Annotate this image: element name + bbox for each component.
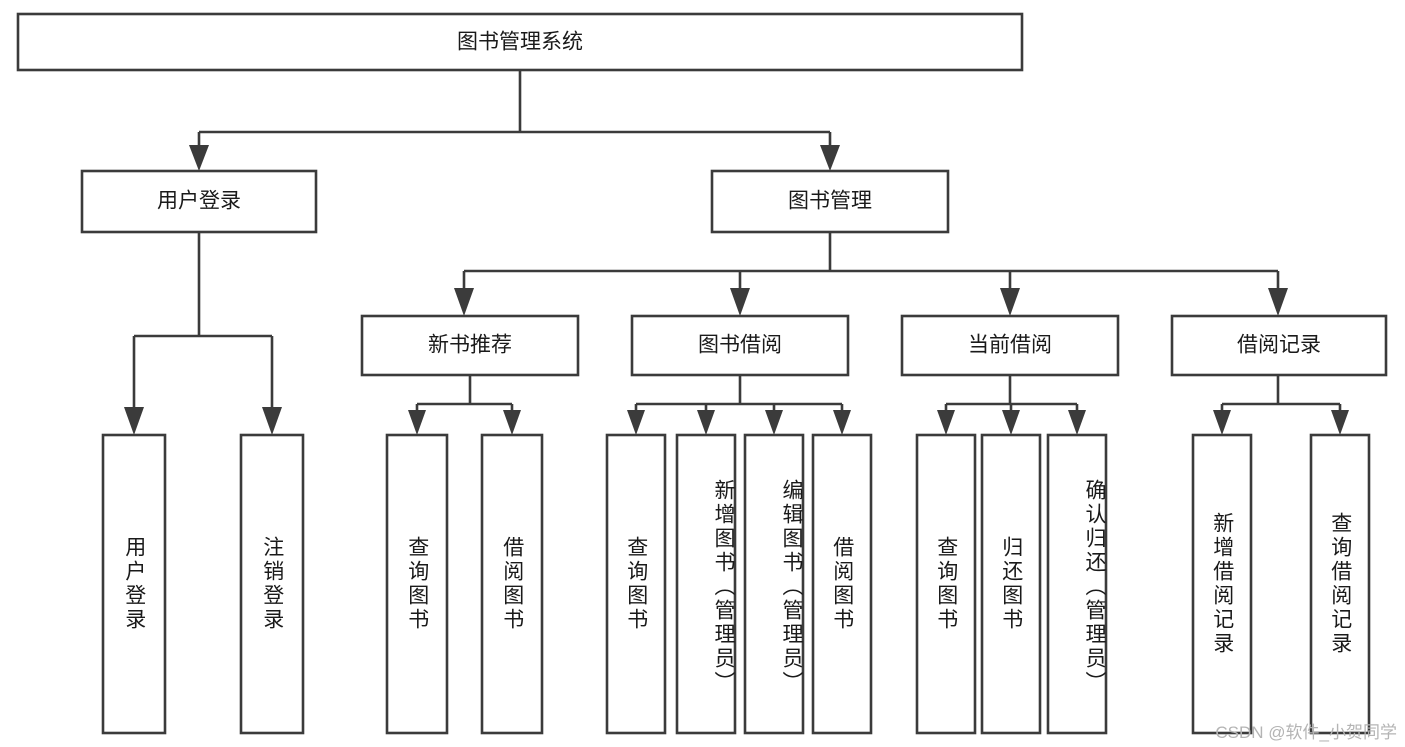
node-new-book-recommend-label: 新书推荐 [428, 334, 512, 357]
node-new-book-recommend-box[interactable] [360, 314, 580, 377]
leaf-box-confirm-return-admin[interactable] [1046, 433, 1108, 735]
arrow-head-leaf-return-book [1002, 410, 1020, 435]
leaf-label-logout-login: 注销登录 [260, 536, 284, 632]
leaf-label-query-book-1: 查询图书 [405, 536, 429, 632]
leaf-box-add-book-admin[interactable] [675, 433, 737, 735]
node-book-management-label: 图书管理 [788, 190, 872, 213]
arrow-head-leaf-query-book-1 [408, 410, 426, 435]
node-book-borrow-label: 图书借阅 [698, 334, 782, 357]
leaf-label-borrow-book-1: 借阅图书 [500, 536, 524, 632]
leaf-box-query-book-3[interactable] [915, 433, 977, 735]
node-current-borrow-label: 当前借阅 [968, 334, 1052, 357]
node-borrow-record-label: 借阅记录 [1237, 334, 1321, 357]
leaf-label-query-borrow-record: 查询借阅记录 [1328, 512, 1352, 656]
arrow-head-borrow-record [1268, 288, 1288, 316]
node-new-book-recommend[interactable]: 新书推荐 [360, 314, 580, 377]
connectors-layer [124, 70, 1349, 435]
arrow-head-leaf-logout-login [262, 407, 282, 435]
arrow-head-leaf-borrow-book-1 [503, 410, 521, 435]
node-book-borrow[interactable]: 图书借阅 [630, 314, 850, 377]
leaf-box-query-borrow-record[interactable] [1309, 433, 1371, 735]
leaf-box-user-login[interactable] [101, 433, 167, 735]
leaf-boxes-layer [101, 433, 1371, 735]
node-root[interactable]: 图书管理系统 [16, 12, 1024, 72]
node-book-management-box[interactable] [710, 169, 950, 234]
arrow-head-leaf-edit-book-admin [765, 410, 783, 435]
arrow-head-leaf-query-book-2 [627, 410, 645, 435]
leaf-box-return-book[interactable] [980, 433, 1042, 735]
leaf-label-query-book-2: 查询图书 [624, 536, 648, 632]
arrow-head-new-book-recommend [454, 288, 474, 316]
arrow-head-current-borrow [1000, 288, 1020, 316]
leaf-label-edit-book-admin: 编辑图书（管理员） [780, 479, 803, 695]
leaf-label-add-book-admin: 新增图书（管理员） [712, 479, 735, 695]
node-user-login-label: 用户登录 [157, 190, 241, 213]
arrow-head-leaf-user-login [124, 407, 144, 435]
leaf-box-add-borrow-record[interactable] [1191, 433, 1253, 735]
node-user-login-box[interactable] [80, 169, 318, 234]
leaf-box-query-book-1[interactable] [385, 433, 449, 735]
leaf-box-borrow-book-1[interactable] [480, 433, 544, 735]
node-book-management[interactable]: 图书管理 [710, 169, 950, 234]
node-current-borrow[interactable]: 当前借阅 [900, 314, 1120, 377]
node-current-borrow-box[interactable] [900, 314, 1120, 377]
arrow-head-leaf-borrow-book-2 [833, 410, 851, 435]
csdn-watermark: CSDN @软件_小贺同学 [1215, 723, 1397, 742]
arrow-head-leaf-query-borrow-record [1331, 410, 1349, 435]
node-borrow-record-box[interactable] [1170, 314, 1388, 377]
node-root-box[interactable] [16, 12, 1024, 72]
arrow-head-leaf-confirm-return-admin [1068, 410, 1086, 435]
node-root-label: 图书管理系统 [457, 31, 583, 54]
leaf-box-borrow-book-2[interactable] [811, 433, 873, 735]
leaf-box-logout-login[interactable] [239, 433, 305, 735]
arrow-head-book-management [820, 145, 840, 171]
leaf-label-borrow-book-2: 借阅图书 [830, 536, 854, 632]
leaf-label-return-book: 归还图书 [999, 536, 1023, 632]
leaf-label-add-borrow-record: 新增借阅记录 [1210, 512, 1234, 656]
node-book-borrow-box[interactable] [630, 314, 850, 377]
leaf-label-confirm-return-admin: 确认归还（管理员） [1083, 479, 1106, 695]
arrow-head-leaf-add-book-admin [697, 410, 715, 435]
arrow-head-user-login [189, 145, 209, 171]
leaf-label-user-login: 用户登录 [122, 536, 146, 632]
arrow-head-leaf-query-book-3 [937, 410, 955, 435]
leaf-box-query-book-2[interactable] [605, 433, 667, 735]
node-user-login[interactable]: 用户登录 [80, 169, 318, 234]
arrow-head-book-borrow [730, 288, 750, 316]
leaf-label-query-book-3: 查询图书 [934, 536, 958, 632]
arrow-head-leaf-add-borrow-record [1213, 410, 1231, 435]
node-borrow-record[interactable]: 借阅记录 [1170, 314, 1388, 377]
leaf-box-edit-book-admin[interactable] [743, 433, 805, 735]
